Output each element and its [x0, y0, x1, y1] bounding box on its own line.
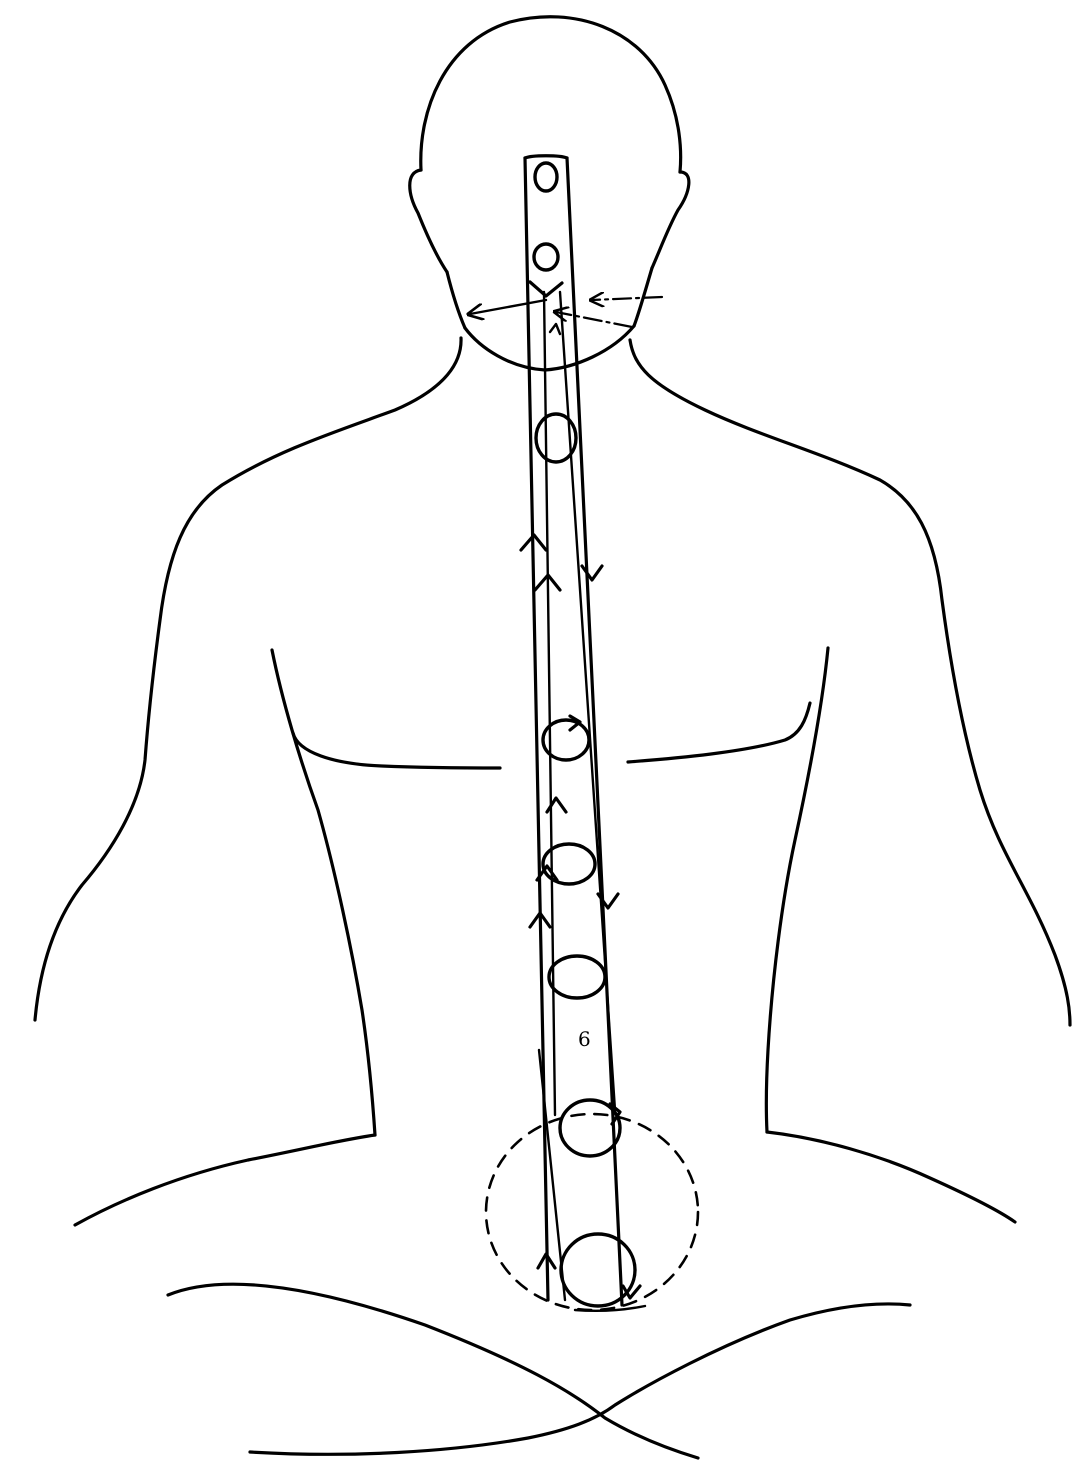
- jaw-left: [447, 272, 465, 328]
- inhale-arrow-right: [592, 297, 662, 300]
- exhale-arrow-left: [470, 300, 546, 314]
- left-ear: [410, 170, 447, 272]
- seated-figure-outline: [35, 17, 1070, 1458]
- left-torso-side: [272, 650, 375, 1135]
- left-neck-shoulder-arm: [35, 338, 461, 1020]
- root-chakra-circle: [561, 1234, 635, 1306]
- right-ear: [652, 172, 689, 268]
- spinal-channel: [525, 156, 622, 1305]
- down-chevron-1: [582, 566, 602, 580]
- channel-top-cap: [525, 156, 567, 158]
- chakra-number-label: 6: [578, 1027, 591, 1051]
- third-eye-chakra-circle: [534, 244, 558, 270]
- dashed-root-region-circle: [486, 1114, 698, 1310]
- sacral-chakra-circle: [549, 956, 605, 998]
- inhale-arrow-lower: [556, 312, 632, 327]
- right-torso-side: [766, 648, 828, 1132]
- head-outline: [421, 17, 681, 172]
- channel-right-wall: [567, 158, 622, 1305]
- chin-vee-mark: [530, 282, 562, 296]
- crown-chakra-circle: [535, 163, 557, 191]
- chakra-points: [486, 163, 698, 1310]
- right-chest-line: [628, 703, 810, 762]
- channel-inner-right: [560, 292, 615, 1110]
- right-hip-line: [767, 1132, 1015, 1222]
- right-neck-shoulder-arm: [630, 340, 1070, 1025]
- small-tick-mark: [550, 324, 560, 334]
- navel-chakra-circle: [560, 1100, 620, 1156]
- left-hip-line: [75, 1135, 375, 1225]
- left-chest-line: [293, 733, 500, 768]
- crossed-leg-back: [250, 1304, 910, 1454]
